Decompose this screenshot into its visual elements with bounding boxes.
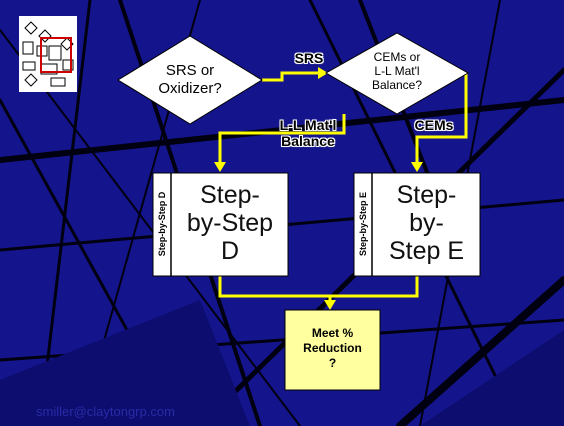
node-step-d-line1: Step- xyxy=(200,181,260,209)
connector-ll-balance xyxy=(218,114,346,163)
node-meet-reduction: Meet % Reduction ? xyxy=(285,326,380,371)
node-step-e-line3: Step E xyxy=(388,237,465,265)
arrowhead-d xyxy=(214,162,226,172)
arrowhead-end xyxy=(324,300,336,310)
node-step-e-line2: by- xyxy=(409,209,444,237)
node-srs-oxidizer: SRS or Oxidizer? xyxy=(128,62,252,98)
edge-label-srs: SRS xyxy=(294,50,324,66)
node-cems-balance: CEMs or L-L Mat'l Balance? xyxy=(337,50,457,92)
connector-cems xyxy=(415,73,468,163)
node-cems-balance-line3: Balance? xyxy=(371,78,423,92)
box-meet-reduction xyxy=(284,309,381,391)
arrowhead-e xyxy=(411,162,423,172)
edge-label-cems: CEMs xyxy=(414,117,454,133)
box-step-d xyxy=(152,172,289,277)
node-meet-reduction-line1: Meet % xyxy=(311,326,354,340)
step-d-tab: Step-by-Step D xyxy=(157,191,167,257)
node-step-d-line3: D xyxy=(220,237,240,265)
node-meet-reduction-line2: Reduction xyxy=(303,341,362,355)
diamond-cems-balance xyxy=(324,32,470,115)
node-srs-oxidizer-line1: SRS or xyxy=(165,62,215,79)
footer-email: smiller@claytongrp.com xyxy=(36,404,175,419)
box-step-e xyxy=(353,172,481,277)
node-meet-reduction-line3: ? xyxy=(328,356,337,370)
edge-label-ll-balance: L-L Mat'l Balance xyxy=(262,117,354,149)
flowchart-thumbnail-icon xyxy=(19,16,77,92)
node-cems-balance-line2: L-L Mat'l xyxy=(374,64,420,78)
connector-srs xyxy=(262,71,320,82)
edge-label-ll-balance-line2: Balance xyxy=(281,133,335,149)
node-cems-balance-line1: CEMs or xyxy=(373,50,421,64)
edge-label-ll-balance-line1: L-L Mat'l xyxy=(279,117,337,133)
connector-e-to-end xyxy=(330,276,419,298)
node-step-d: Step- by-Step D xyxy=(172,181,288,265)
node-step-e: Step- by- Step E xyxy=(373,181,480,265)
node-step-e-line1: Step- xyxy=(396,181,457,209)
arrowhead-srs xyxy=(318,67,328,79)
arrowheads xyxy=(214,67,423,310)
node-srs-oxidizer-line2: Oxidizer? xyxy=(158,80,222,97)
connector-d-to-end xyxy=(218,276,332,302)
connectors xyxy=(218,71,468,302)
step-e-tab: Step-by-Step E xyxy=(358,192,368,257)
node-step-d-line2: by-Step xyxy=(186,209,274,237)
diamond-srs-oxidizer xyxy=(117,35,263,125)
